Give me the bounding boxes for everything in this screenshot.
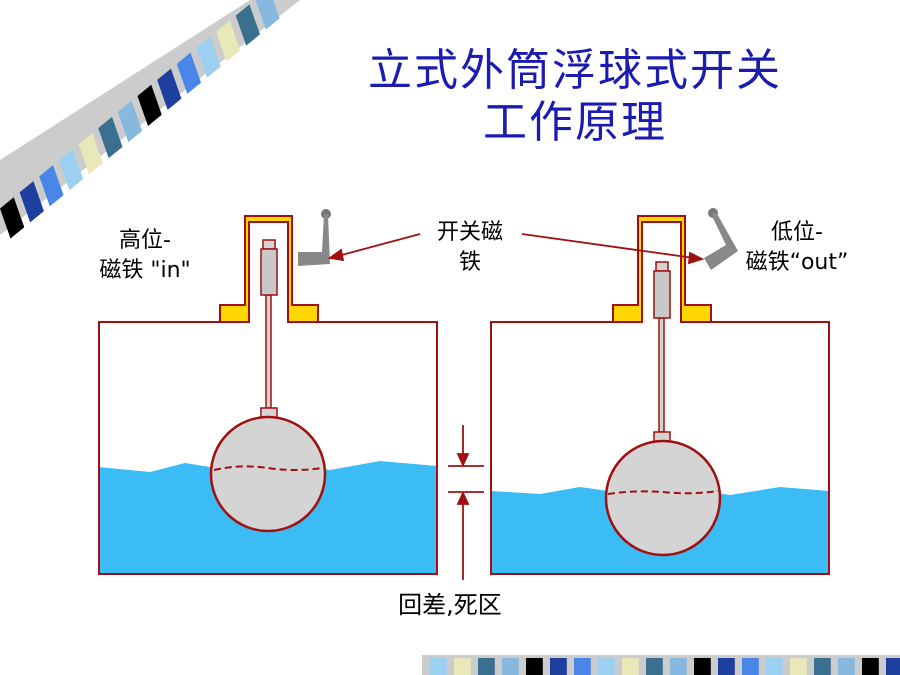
left-float-ball — [209, 415, 327, 533]
stripe-segment — [255, 0, 280, 30]
stripe-segment — [838, 658, 855, 675]
stripe-segment — [550, 658, 567, 675]
right-float-ball — [604, 439, 722, 557]
decorative-stripe-band-top — [0, 0, 300, 239]
switch-magnet-callouts — [327, 233, 705, 265]
right-tank-outline — [490, 321, 830, 575]
stripe-segment — [235, 4, 260, 46]
label-deadband: 回差,死区 — [398, 591, 502, 619]
label-high-line-2: 磁铁 "in" — [99, 258, 191, 283]
right-float-waterline — [607, 490, 719, 495]
stripe-segment — [886, 658, 900, 675]
stripe-segment — [0, 197, 25, 239]
stripe-segment — [646, 658, 663, 675]
stripe-segment — [766, 658, 783, 675]
left-float-waterline — [213, 465, 323, 471]
left-housing — [219, 215, 319, 323]
label-high-line-1: 高位- — [119, 228, 171, 253]
stripe-segment — [574, 658, 591, 675]
right-float-stem — [658, 317, 665, 433]
stripe-segment — [502, 658, 519, 675]
right-stem-top — [655, 261, 669, 272]
stripe-segment — [622, 658, 639, 675]
stripe-segment — [78, 132, 103, 175]
label-low-position: 低位- 磁铁“out” — [732, 218, 862, 278]
stripe-segment — [39, 165, 64, 207]
label-low-line-2: 磁铁“out” — [745, 250, 849, 275]
left-tank-outline — [98, 321, 438, 575]
right-switch-magnet — [704, 212, 738, 270]
right-internal-magnet — [653, 270, 671, 319]
stripe-segment — [526, 658, 543, 675]
stripe-segment — [862, 658, 879, 675]
label-high-position: 高位- 磁铁 "in" — [90, 226, 200, 286]
left-internal-magnet — [260, 248, 278, 296]
stripe-segment — [742, 658, 759, 675]
stripe-segment — [196, 36, 221, 78]
stripe-segment — [694, 658, 711, 675]
deadband-indicator — [448, 425, 484, 580]
decorative-stripe-band-bottom — [422, 655, 900, 675]
left-switch-magnet — [298, 214, 330, 266]
left-tank — [98, 209, 438, 575]
stripe-segment — [176, 52, 202, 94]
stripe-segment — [98, 116, 123, 159]
label-switch-magnet: 开关磁 铁 — [420, 218, 520, 278]
stripe-segment — [598, 658, 615, 675]
stripe-segment — [814, 658, 831, 675]
stripe-segment — [216, 20, 241, 62]
stripe-segment — [19, 181, 44, 223]
label-switch-line-2: 铁 — [458, 250, 481, 275]
stripe-segment — [430, 658, 447, 675]
title-line-2: 工作原理 — [483, 97, 667, 148]
title-line-1: 立式外筒浮球式开关 — [368, 45, 782, 96]
stripe-segment — [790, 658, 807, 675]
stripe-segment — [58, 149, 84, 191]
page-title: 立式外筒浮球式开关 工作原理 — [290, 45, 860, 149]
stripe-segment — [718, 658, 735, 675]
stripe-segment — [478, 658, 495, 675]
stripe-segment — [117, 100, 143, 143]
stripe-segment — [454, 658, 471, 675]
stripe-segment — [670, 658, 687, 675]
stripe-segment — [157, 68, 182, 110]
right-tank — [490, 208, 830, 575]
left-float-stem — [265, 294, 272, 409]
label-switch-line-1: 开关磁 — [436, 220, 503, 245]
label-low-line-1: 低位- — [771, 220, 823, 245]
left-stem-top — [262, 239, 276, 250]
stripe-segment — [137, 84, 162, 126]
right-housing — [612, 215, 712, 323]
